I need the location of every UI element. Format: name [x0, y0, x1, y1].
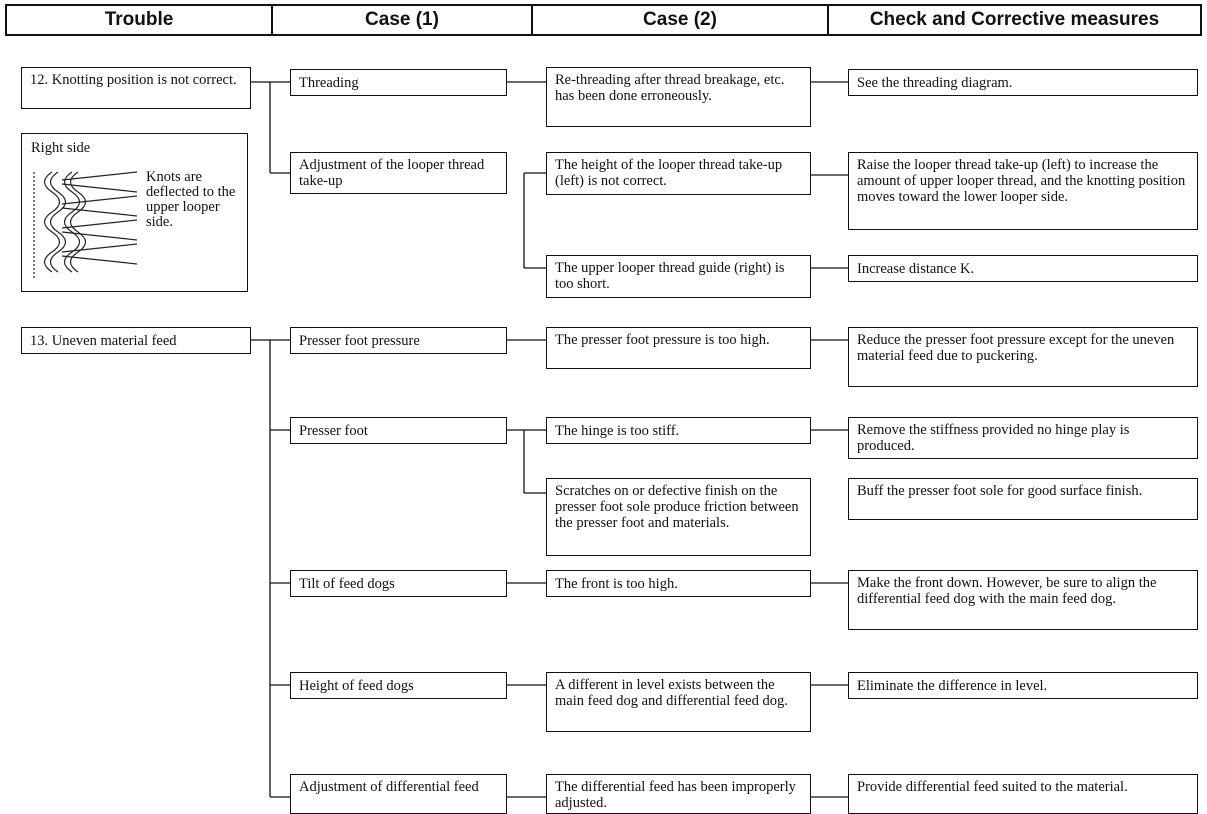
check-remove-stiffness: Remove the stiffness provided no hinge p…: [848, 417, 1198, 459]
header-check: Check and Corrective measures: [827, 4, 1202, 36]
case1-tilt-feed-dogs: Tilt of feed dogs: [290, 570, 507, 597]
check-threading-diagram: See the threading diagram.: [848, 69, 1198, 96]
case1-presser-pressure: Presser foot pressure: [290, 327, 507, 354]
check-raise-take-up: Raise the looper thread take-up (left) t…: [848, 152, 1198, 230]
case1-presser-foot: Presser foot: [290, 417, 507, 444]
header-trouble: Trouble: [5, 4, 273, 36]
trouble-12-title: 12. Knotting position is not correct.: [21, 67, 251, 109]
knot-figure-panel: Right side Knots are deflected to the up…: [21, 133, 248, 292]
check-reduce-pressure: Reduce the presser foot pressure except …: [848, 327, 1198, 387]
case2-improper-adjust: The differential feed has been improperl…: [546, 774, 811, 814]
trouble-13-title: 13. Uneven material feed: [21, 327, 251, 354]
case2-thread-guide: The upper looper thread guide (right) is…: [546, 255, 811, 298]
case2-rethreading: Re-threading after thread breakage, etc.…: [546, 67, 811, 127]
case1-threading: Threading: [290, 69, 507, 96]
figure-caption: Knots are deflected to the upper looper …: [146, 169, 236, 230]
case2-level-difference: A different in level exists between the …: [546, 672, 811, 732]
case1-height-feed-dogs: Height of feed dogs: [290, 672, 507, 699]
check-buff-sole: Buff the presser foot sole for good surf…: [848, 478, 1198, 520]
case2-front-high: The front is too high.: [546, 570, 811, 597]
header-case1: Case (1): [271, 4, 533, 36]
case2-looper-height: The height of the looper thread take-up …: [546, 152, 811, 195]
check-eliminate-difference: Eliminate the difference in level.: [848, 672, 1198, 699]
case2-hinge-stiff: The hinge is too stiff.: [546, 417, 811, 444]
check-provide-differential: Provide differential feed suited to the …: [848, 774, 1198, 814]
case2-pressure-high: The presser foot pressure is too high.: [546, 327, 811, 369]
check-front-down: Make the front down. However, be sure to…: [848, 570, 1198, 630]
case1-differential-feed: Adjustment of differential feed: [290, 774, 507, 814]
header-case2: Case (2): [531, 4, 829, 36]
check-distance-k: Increase distance K.: [848, 255, 1198, 282]
case2-scratches: Scratches on or defective finish on the …: [546, 478, 811, 556]
knot-illustration: [33, 171, 138, 280]
figure-label: Right side: [31, 140, 91, 156]
case1-looper-take-up: Adjustment of the looper thread take-up: [290, 152, 507, 194]
